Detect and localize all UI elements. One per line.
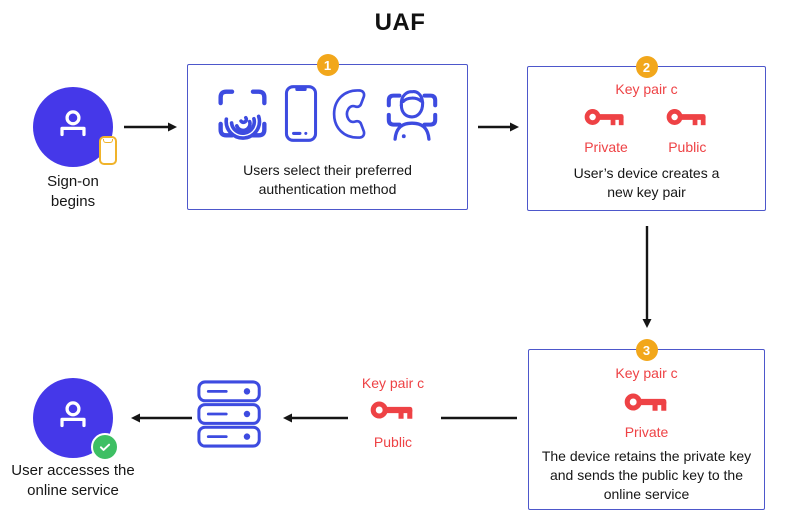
phone-handset-icon [331,86,370,147]
fingerprint-icon [214,84,271,148]
step1-box: 1 [187,54,468,210]
user-icon [52,395,94,442]
step3-badge: 3 [635,339,658,361]
server-icon [197,380,263,453]
user-access-avatar [33,378,113,458]
step1-badge: 1 [316,54,339,76]
key-pair-title: Key pair c [615,365,678,381]
check-icon [91,433,119,461]
signon-label: Sign-on begins [47,173,99,210]
private-key-icon [624,388,670,421]
private-key-label: Private [624,424,669,440]
user-icon [52,104,94,151]
public-key-icon [666,104,709,135]
smartphone-icon [284,84,318,148]
step3-caption: The device retains the private key and s… [541,448,752,502]
public-key-label: Public [373,434,413,450]
step2-box: 2 Key pair c Private [527,56,766,211]
key-pair-title: Key pair c [615,81,678,97]
user-access-label: User accesses the online service [11,462,135,499]
mobile-phone-icon [99,136,117,165]
step2-badge: 2 [635,56,658,78]
public-key-label: Public [668,139,707,155]
step3-box: 3 Key pair c Private The device retains … [528,339,765,510]
face-scan-icon [383,85,441,148]
step1-caption: Users select their preferred authenticat… [243,162,412,197]
diagram-title: UAF [374,9,426,36]
private-key-label: Private [584,139,628,155]
private-key-icon [584,104,627,135]
public-key-group: Key pair c Public [343,375,443,450]
key-pair-title: Key pair c [361,375,425,391]
step2-caption: User’s device creates a new key pair [573,165,720,200]
public-key-icon [370,396,416,429]
